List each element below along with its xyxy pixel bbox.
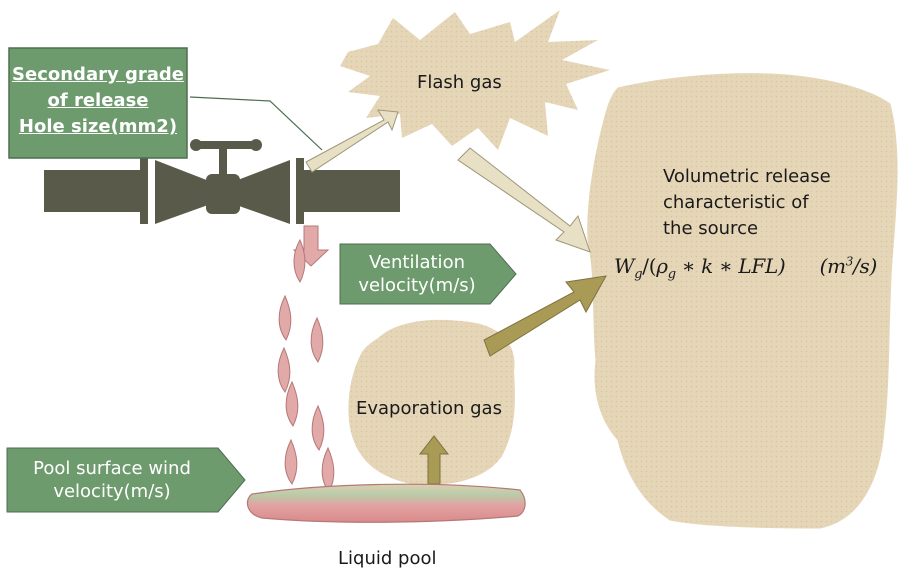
release-line-1: Secondary grade	[12, 64, 184, 85]
release-line-2: of release	[47, 90, 149, 111]
formula-open: /(	[642, 254, 657, 278]
flange-right	[296, 158, 304, 224]
pipe-left	[44, 170, 140, 212]
droplet	[284, 438, 298, 485]
formula-rho-sub: g	[667, 267, 676, 282]
release-line-3: Hole size(mm2)	[18, 116, 178, 137]
release-box-label: Secondary grade of release Hole size(mm2…	[9, 62, 187, 140]
flange-left	[140, 158, 148, 224]
formula-w: W	[614, 254, 635, 278]
formula-unit-close: /s)	[853, 254, 877, 278]
volumetric-line-3: the source	[663, 218, 759, 239]
volumetric-cloud	[587, 73, 898, 529]
evaporation-gas-label: Evaporation gas	[356, 398, 502, 419]
droplet	[278, 294, 292, 341]
release-box	[8, 47, 188, 159]
pipe-right	[304, 170, 400, 212]
formula: Wg/(ρg ∗ k ∗ LFL) (m3/s)	[614, 254, 902, 282]
handwheel-knob-left	[190, 139, 202, 151]
droplet	[311, 404, 325, 451]
droplet	[277, 346, 291, 393]
volumetric-line-1: Volumetric release	[663, 166, 831, 187]
droplet	[310, 316, 324, 363]
arrow-evap-to-volumetric	[483, 275, 607, 357]
pool-wind-line-1: Pool surface wind	[33, 458, 191, 479]
pool-wind-line-2: velocity(m/s)	[53, 481, 171, 502]
flash-gas-burst	[340, 10, 610, 150]
arrow-evap-up	[418, 435, 450, 485]
pool-wind-label: Pool surface wind velocity(m/s)	[12, 457, 212, 503]
evaporation-cloud	[348, 319, 515, 485]
flash-gas-label: Flash gas	[417, 72, 502, 93]
leader-line	[189, 96, 323, 151]
valve-bonnet	[206, 174, 240, 214]
liquid-pool	[246, 483, 526, 523]
pipe-valve-assembly	[44, 139, 400, 224]
ventilation-box	[339, 243, 517, 305]
arrow-flash-to-volumetric	[457, 147, 591, 253]
formula-rest: ∗ k ∗ LFL)	[675, 254, 786, 278]
formula-rho: ρ	[656, 254, 668, 278]
pool-wind-box	[6, 447, 246, 513]
droplet	[321, 446, 335, 493]
ventilation-line-1: Ventilation	[369, 252, 465, 273]
arrow-pipe-to-flash	[305, 109, 399, 173]
valve-handwheel	[196, 141, 254, 149]
droplet	[285, 380, 299, 427]
liquid-pool-label: Liquid pool	[338, 548, 437, 569]
formula-unit-open: (m	[819, 254, 846, 278]
formula-w-sub: g	[634, 267, 643, 282]
ventilation-line-2: velocity(m/s)	[358, 275, 476, 296]
droplet	[293, 238, 306, 283]
volumetric-label: Volumetric release characteristic of the…	[663, 164, 831, 242]
valve-stem	[219, 146, 227, 178]
ventilation-label: Ventilation velocity(m/s)	[344, 251, 490, 297]
volumetric-line-2: characteristic of	[663, 192, 809, 213]
formula-unit-sup: 3	[845, 254, 854, 269]
droplets	[277, 238, 335, 493]
handwheel-knob-right	[250, 139, 262, 151]
